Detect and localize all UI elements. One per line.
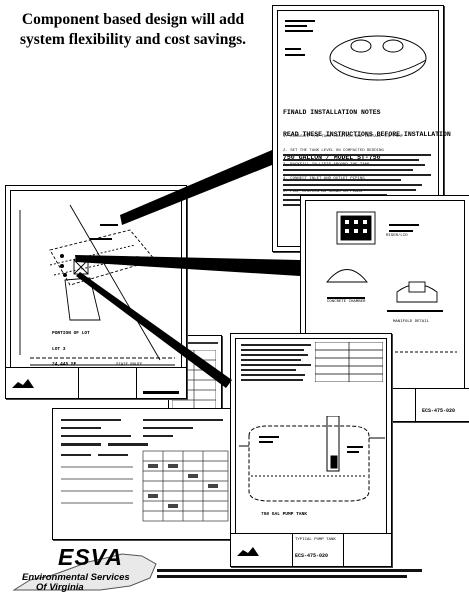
pump-notes-lines	[241, 344, 311, 384]
pump-sheet-number: ECS-475-020	[295, 553, 329, 559]
pump-title-label: TYPICAL PUMP TANK	[295, 538, 336, 542]
manual-title-1: FINALD INSTALLATION NOTES	[283, 108, 381, 116]
manual-title-3: 750 GALLON / MODEL ST-750	[283, 153, 381, 161]
form-sheet-graphic	[61, 419, 229, 522]
detail-label-riser: RISER/LID	[386, 234, 408, 238]
footer-rule	[157, 575, 407, 578]
logo-name: ESVA	[58, 544, 123, 570]
detail-label-chamber: CONCRETE CHAMBER	[327, 300, 366, 304]
site-plan-sheet: PORTION OF LOT LOT 3 24,445 SF STATE ROU…	[5, 185, 187, 399]
manual-note: 4. CONNECT INLET AND OUTLET PIPING	[283, 177, 403, 182]
virginia-state-outline-icon	[12, 553, 157, 591]
title-block	[6, 367, 186, 398]
road-label: STATE ROUTE	[116, 363, 143, 367]
lot-label-1: PORTION OF LOT	[52, 331, 90, 337]
callout-wedge-detail	[75, 255, 300, 276]
manual-title-2: READ THESE INSTRUCTIONS BEFORE INSTALLAT…	[283, 131, 451, 139]
footer-rule	[157, 569, 422, 572]
pump-table-graphic	[315, 342, 383, 382]
manual-note: 2. SET THE TANK LEVEL ON COMPACTED BEDDI…	[283, 148, 384, 153]
headline: Component based design will add system f…	[8, 10, 258, 50]
callout-wedge-pump	[76, 272, 232, 388]
logo-subtitle-1: Environmental Services	[22, 572, 130, 583]
headline-line-1: Component based design will add	[21, 11, 245, 28]
manual-note: 1. EXCAVATE THE TANK LOCATION AND INSTAL…	[283, 135, 404, 140]
esva-logo: ESVA Environmental Services Of Virginia	[10, 540, 160, 593]
form-sheet-front	[52, 408, 239, 540]
pump-tank-sheet: 750 GAL PUMP TANK TYPICAL PUMP TANK ECS-…	[230, 333, 392, 567]
pump-tank-label: 750 GAL PUMP TANK	[261, 512, 307, 517]
logo-subtitle-2: Of Virginia	[36, 582, 84, 593]
lot-label-3: 24,445 SF	[52, 362, 77, 368]
title-block: TYPICAL PUMP TANK ECS-475-020	[231, 533, 391, 566]
pump-tank-drawing	[239, 416, 385, 502]
callout-wedge-manual	[120, 150, 272, 225]
headline-line-2: system flexibility and cost savings.	[19, 31, 247, 48]
manual-note: 5. PUMP STATION AS SHOWN ON PLANS	[283, 190, 363, 195]
tank-isometric-graphic	[285, 20, 427, 81]
detail-label-manifold: MANIFOLD DETAIL	[393, 320, 430, 324]
detail-sheet-number: ECS-475-020	[421, 408, 455, 414]
lot-label-2: LOT 3	[52, 346, 66, 352]
